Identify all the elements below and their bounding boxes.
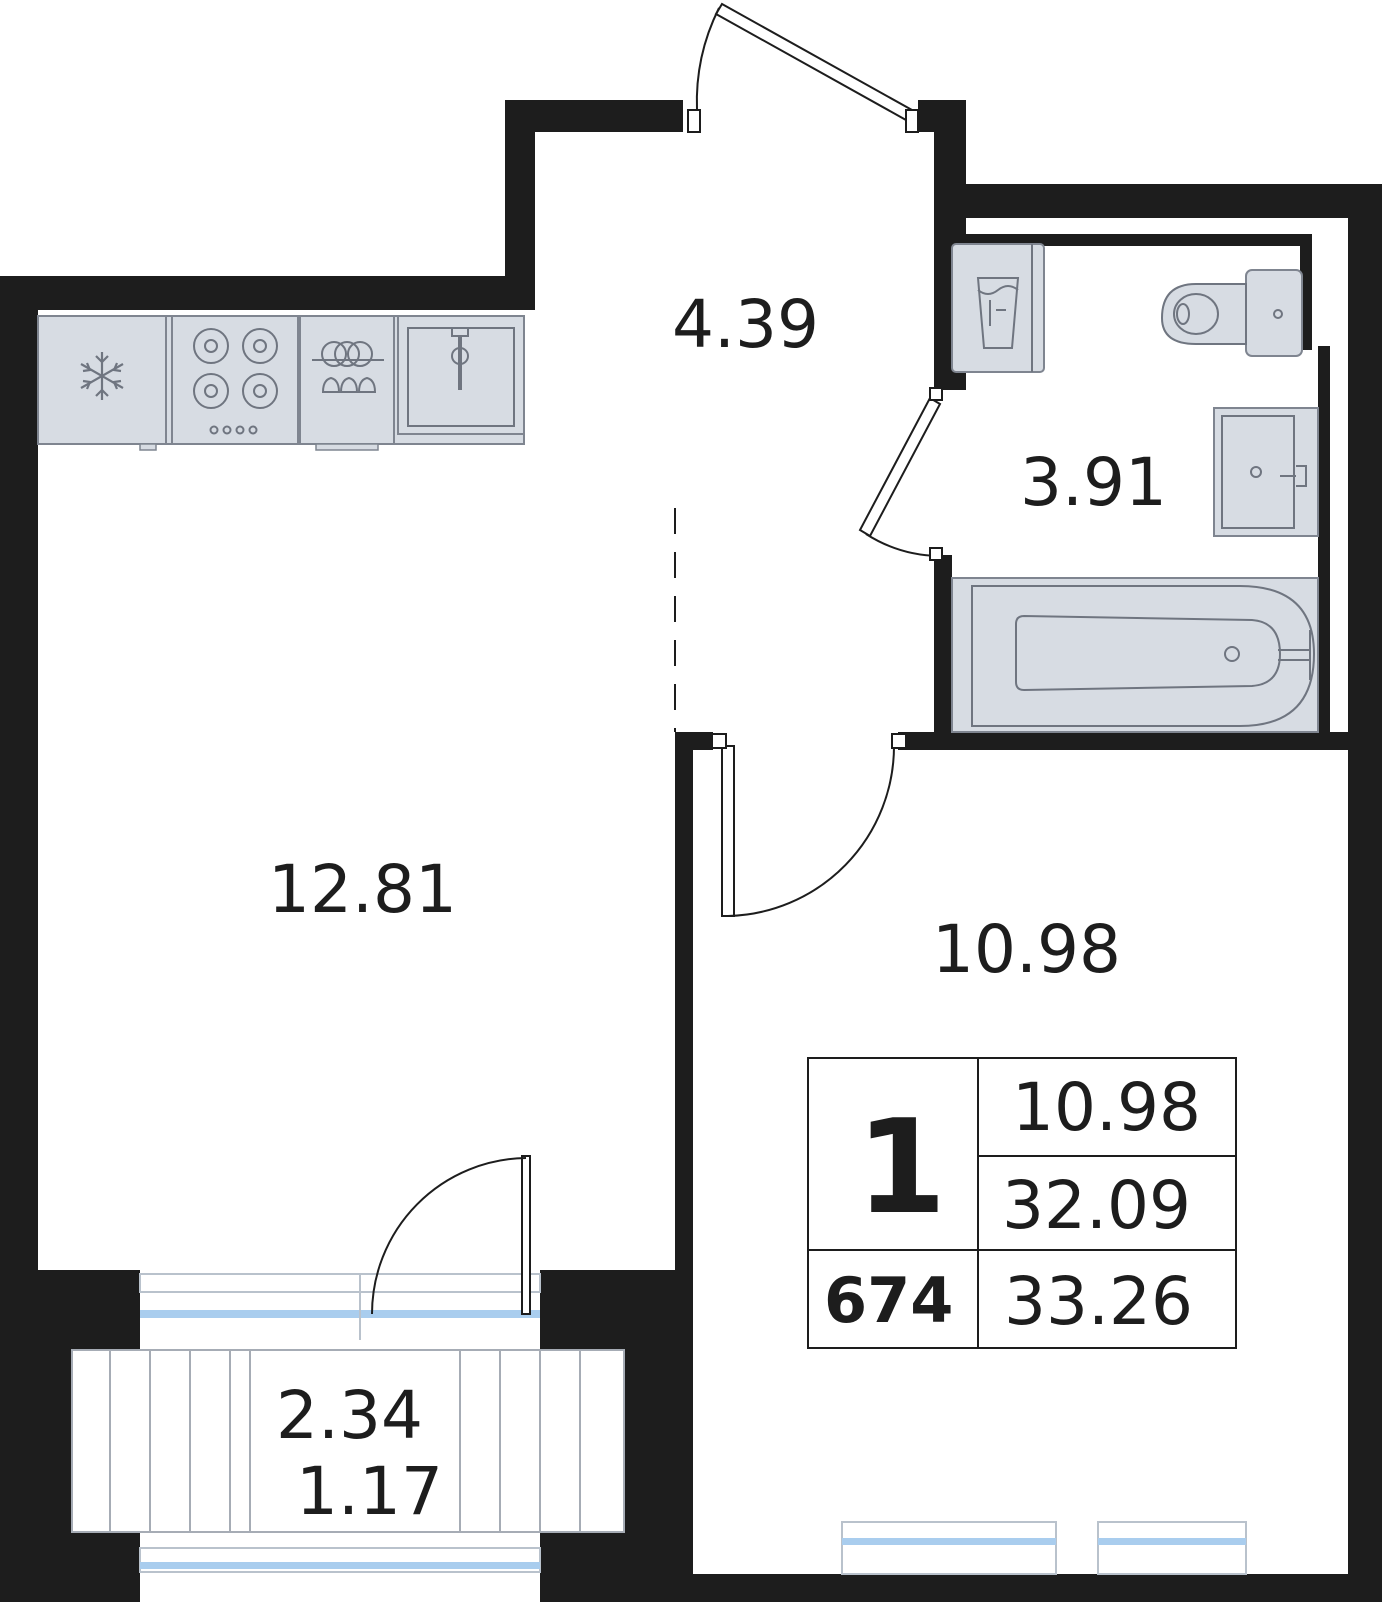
toilet-icon [1160, 269, 1303, 357]
wall-bath-inner-right2 [1318, 346, 1330, 740]
balcony-railing [71, 1349, 625, 1533]
door-bathroom [858, 387, 943, 561]
wall-hall-top-left [505, 100, 683, 132]
total-area-value: 32.09 [1002, 1167, 1191, 1244]
dishwasher-icon [299, 315, 395, 451]
bathtub-icon [951, 577, 1319, 733]
window-balcony-glass [140, 1562, 540, 1569]
room-area-balcony: 2.34 [276, 1377, 423, 1454]
apartment-number: 674 [824, 1264, 953, 1337]
walls [0, 100, 1382, 1602]
total-area-with-balcony-value: 33.26 [1004, 1263, 1193, 1340]
room-area-balcony-reduced: 1.17 [296, 1453, 443, 1530]
floor-kitchen [38, 310, 675, 1270]
door-bedroom [711, 733, 907, 917]
window-bedroom-right [1097, 1521, 1247, 1575]
door-entrance [687, 2, 919, 133]
windows [139, 1273, 1247, 1575]
window-bedroom-right-glass [1098, 1538, 1246, 1545]
door-balcony [359, 1155, 531, 1340]
sink-icon [397, 315, 525, 435]
wall-right [1348, 184, 1382, 1602]
doors [359, 2, 943, 1340]
room-area-bathroom: 3.91 [1020, 444, 1167, 521]
living-area-value: 10.98 [1012, 1069, 1201, 1146]
wall-balcony-left [0, 1270, 72, 1602]
window-kitchen-glass [140, 1310, 540, 1318]
rooms-count: 1 [856, 1091, 946, 1243]
wall-bath-inner-top [952, 234, 1312, 246]
snowflake-icon [80, 352, 124, 400]
wall-middle-top [675, 732, 713, 750]
washing-machine-icon [951, 243, 1045, 373]
stove-icon [171, 315, 299, 445]
room-area-bedroom: 10.98 [932, 911, 1121, 988]
wall-hall-right-lower [934, 555, 952, 750]
room-area-kitchen: 12.81 [268, 851, 457, 928]
room-area-hall: 4.39 [672, 286, 819, 363]
washbasin-icon [1213, 407, 1319, 537]
floors [38, 310, 1348, 1574]
window-bedroom-left-glass [842, 1538, 1056, 1545]
fridge [37, 315, 167, 451]
window-bedroom-left [841, 1521, 1057, 1575]
wall-bedroom-bottom [675, 1574, 1382, 1602]
floor-balcony [72, 1350, 624, 1532]
summary-table: 1 674 10.98 32.09 33.26 [807, 1057, 1237, 1349]
wall-bath-top [934, 184, 1382, 218]
window-kitchen [139, 1273, 541, 1293]
wall-kitchen-top [0, 276, 535, 310]
wall-bath-bottom [898, 732, 1382, 750]
kitchen-counter [37, 315, 525, 451]
